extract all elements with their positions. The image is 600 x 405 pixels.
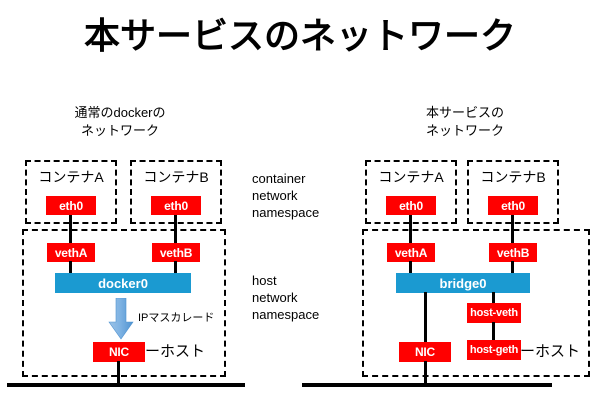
page-title: 本サービスのネットワーク [83,15,516,56]
left-link-vetha-bridge [69,261,72,275]
right-host-veth: host-veth [467,303,521,323]
left-link-vethb-bridge [174,261,177,275]
left-container-b-eth0: eth0 [151,196,201,215]
right-diagram-heading-line1: 本サービスの [425,105,504,120]
right-link-bridge-nic [424,292,427,344]
right-link-vetha-bridge [409,261,412,275]
left-container-b-label: コンテナB [143,169,209,185]
right-link-bridge-hostveth [492,292,495,304]
left-host-callout: ーホスト [145,343,206,360]
namespace-captions: container network namespace host network… [252,160,344,380]
left-link-eth0b-vethb [174,215,177,245]
right-veth-b: vethB [489,243,537,262]
right-container-a-label: コンテナA [378,169,444,185]
right-host-callout: ーホスト [520,343,581,360]
host-namespace-caption-line3: namespace [252,307,320,322]
left-veth-b: vethB [152,243,200,262]
left-diagram: 通常のdockerの ネットワーク コンテナA eth0 コンテナB eth0 … [0,0,260,405]
right-container-b-eth0: eth0 [488,196,538,215]
right-container-b-label: コンテナB [480,169,546,185]
left-ground-line [7,383,245,387]
ip-masquerade-label: IPマスカレード [138,312,215,324]
left-nic: NIC [93,342,145,362]
left-diagram-heading-line2: ネットワーク [80,123,159,138]
ip-masquerade-arrow [108,297,134,340]
left-container-a-label: コンテナA [38,169,104,185]
left-host-namespace-box [22,229,226,377]
container-namespace-caption-line2: network [252,188,298,203]
left-diagram-heading-line1: 通常のdockerの [74,105,166,120]
right-container-a-eth0: eth0 [386,196,436,215]
right-diagram: 本サービスの ネットワーク コンテナA eth0 コンテナB eth0 veth… [302,0,600,405]
right-diagram-heading-line2: ネットワーク [425,123,504,138]
right-nic: NIC [399,342,451,362]
right-link-eth0b-vethb [511,215,514,245]
left-link-nic-ground [117,361,120,385]
container-namespace-caption-line1: container [252,171,306,186]
left-link-eth0a-vetha [69,215,72,245]
right-ground-line [302,383,552,387]
right-link-nic-ground [424,361,427,385]
right-host-namespace-box [362,229,590,377]
host-namespace-caption-line2: network [252,290,298,305]
container-namespace-caption-line3: namespace [252,205,320,220]
right-link-eth0a-vetha [409,215,412,245]
right-bridge-bridge0: bridge0 [396,273,530,293]
left-veth-a: vethA [47,243,95,262]
host-namespace-caption-line1: host [252,273,277,288]
right-link-vethb-bridge [511,261,514,275]
right-veth-a: vethA [387,243,435,262]
right-host-geth: host-geth [467,340,521,360]
right-link-hostveth-hostgeth [492,322,495,341]
left-bridge-docker0: docker0 [55,273,191,293]
left-container-a-eth0: eth0 [46,196,96,215]
